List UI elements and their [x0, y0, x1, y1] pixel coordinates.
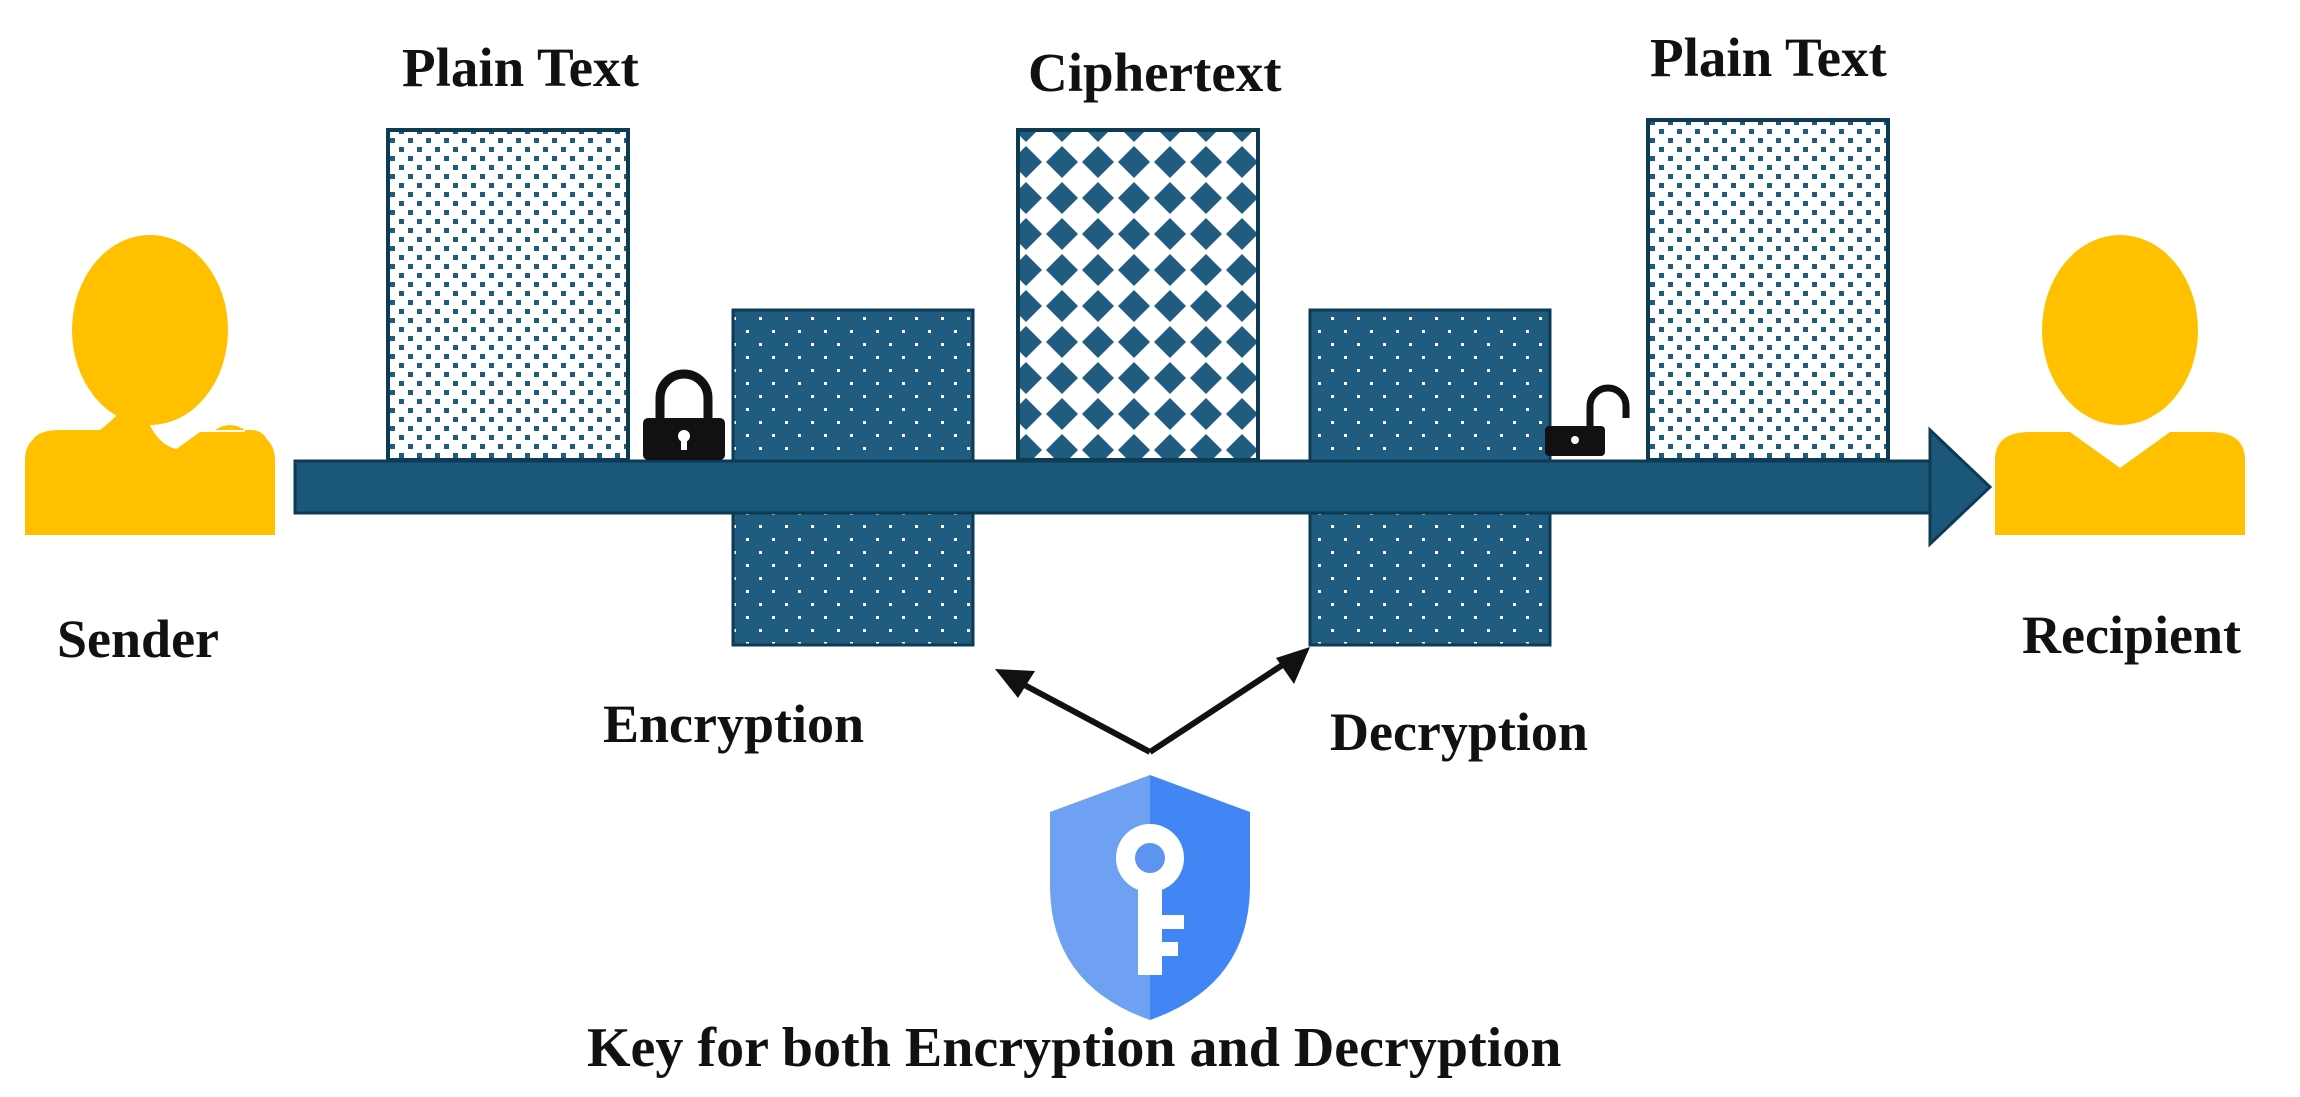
- key-pointer-arrows: [995, 647, 1310, 755]
- ciphertext-label: Ciphertext: [1028, 42, 1282, 103]
- decryption-label: Decryption: [1330, 702, 1588, 762]
- key-label: Key for both Encryption and Decryption: [587, 1017, 1562, 1079]
- person-icon: [25, 235, 275, 535]
- lock-closed-icon: [643, 369, 725, 460]
- plaintext-right-label: Plain Text: [1650, 27, 1887, 88]
- encryption-label: Encryption: [603, 694, 865, 754]
- plaintext-left-label: Plain Text: [402, 37, 639, 98]
- plaintext-document-left: [386, 128, 630, 462]
- recipient-label: Recipient: [2022, 605, 2241, 665]
- ciphertext-document: [1016, 128, 1260, 462]
- sender-label: Sender: [57, 609, 219, 669]
- person-icon: [1995, 235, 2245, 535]
- key-shield-icon: [1050, 775, 1250, 1020]
- lock-open-icon: [1545, 384, 1630, 456]
- plaintext-document-right: [1646, 118, 1890, 462]
